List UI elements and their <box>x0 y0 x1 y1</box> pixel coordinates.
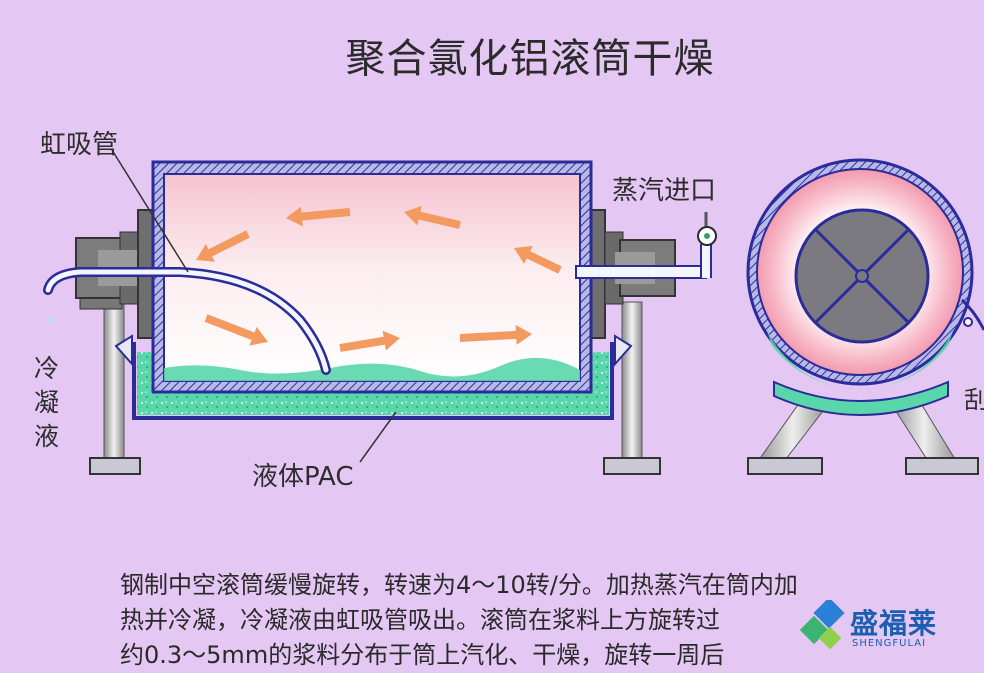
left-support-leg <box>79 294 141 475</box>
pac-leader-line <box>359 411 397 463</box>
logo-mark-icon <box>800 600 845 650</box>
right-valve-icon <box>614 334 633 367</box>
siphon-pipe <box>43 267 331 375</box>
description-text: 钢制中空滚筒缓慢旋转，转速为4～10转/分。加热蒸汽在筒内加 热并冷凝，冷凝液由… <box>120 568 960 673</box>
steam-flow-arrows <box>196 205 562 352</box>
logo-name: 盛福莱 <box>850 607 938 640</box>
drip-dot <box>46 317 52 323</box>
steam-inlet-pipe <box>575 212 717 279</box>
drum-cross-section <box>746 158 984 475</box>
siphon-leader-line <box>111 149 189 273</box>
flow-arrow-icon <box>459 324 532 345</box>
flow-arrow-icon <box>196 230 250 262</box>
flow-arrow-icon <box>339 330 400 352</box>
page-title: 聚合氯化铝滚筒干燥 <box>345 36 715 82</box>
flow-arrow-icon <box>514 245 562 274</box>
flow-arrow-icon <box>404 205 461 229</box>
steam-inlet-label: 蒸汽进口 <box>612 176 717 206</box>
description-line-3: 约0.3～5mm的浆料分布于筒上汽化、干燥，旋转一周后 <box>120 641 725 669</box>
liquid-pac-label: 液体PAC <box>252 462 354 492</box>
scraper-label-partial: 刮 <box>964 386 984 414</box>
description-line-1: 钢制中空滚筒缓慢旋转，转速为4～10转/分。加热蒸汽在筒内加 <box>120 571 798 599</box>
brand-logo: 盛福莱 SHENGFULAI <box>800 596 984 671</box>
left-valve-icon <box>114 334 133 367</box>
condensate-label: 冷凝液 <box>34 354 60 451</box>
flow-arrow-icon <box>286 206 351 227</box>
siphon-label: 虹吸管 <box>40 130 119 160</box>
logo-subtitle: SHENGFULAI <box>852 638 927 649</box>
description-line-2: 热并冷凝，冷凝液由虹吸管吸出。滚筒在浆料上方旋转过 <box>120 606 720 634</box>
drum-dryer-diagram <box>43 149 984 475</box>
flow-arrow-icon <box>204 314 268 346</box>
